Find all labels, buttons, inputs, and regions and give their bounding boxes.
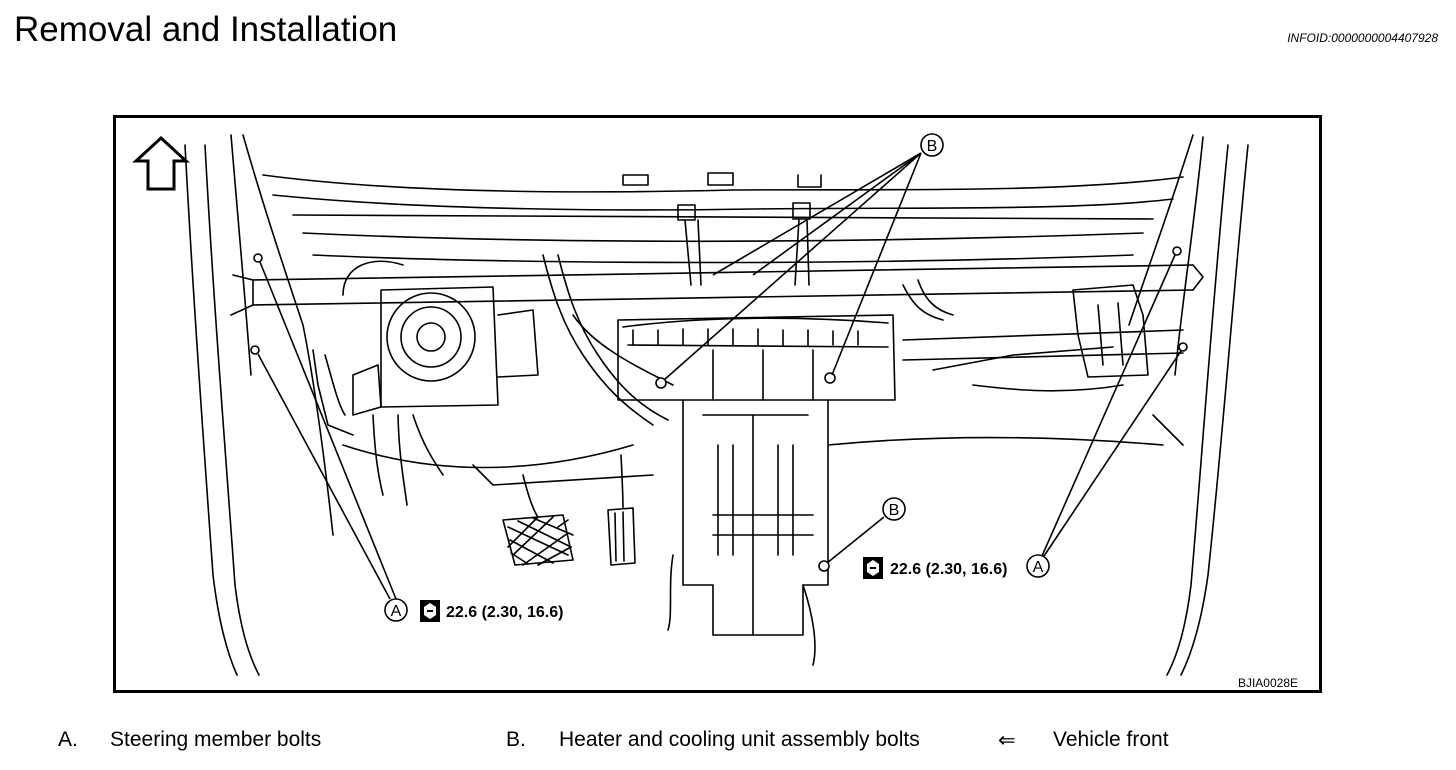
- svg-text:22.6 (2.30, 16.6): 22.6 (2.30, 16.6): [446, 604, 563, 621]
- svg-text:22.6 (2.30, 16.6): 22.6 (2.30, 16.6): [890, 561, 1007, 578]
- callout-a-right: A: [1026, 554, 1050, 578]
- callout-b-top: B: [920, 133, 944, 157]
- torque-label-left: 22.6 (2.30, 16.6): [420, 600, 563, 622]
- svg-text:A: A: [1033, 559, 1044, 576]
- figure-frame: [113, 115, 1322, 693]
- info-id: INFOID:0000000004407928: [1287, 31, 1438, 45]
- legend-b-letter: B.: [506, 728, 526, 751]
- vehicle-front-arrow-icon: [132, 135, 190, 191]
- svg-text:A: A: [391, 603, 402, 620]
- legend-b-text: Heater and cooling unit assembly bolts: [559, 728, 920, 751]
- callout-b-lower: B: [882, 497, 906, 521]
- figure-id: BJIA0028E: [1238, 676, 1298, 690]
- torque-label-right: 22.6 (2.30, 16.6): [863, 557, 1007, 579]
- vehicle-front-symbol-icon: ⇐: [998, 729, 1016, 752]
- legend-a-letter: A.: [58, 728, 78, 751]
- svg-text:B: B: [889, 502, 900, 519]
- legend-a-text: Steering member bolts: [110, 728, 322, 751]
- legend: A. Steering member bolts B. Heater and c…: [0, 728, 1456, 758]
- page-title: Removal and Installation: [14, 10, 398, 49]
- legend-front-text: Vehicle front: [1053, 728, 1169, 751]
- dashboard-diagram: A A B B 22.6 (2.30, 16.6) 22.6 (2.30, 16…: [113, 115, 1322, 693]
- callout-a-left: A: [384, 598, 408, 622]
- svg-text:B: B: [927, 138, 938, 155]
